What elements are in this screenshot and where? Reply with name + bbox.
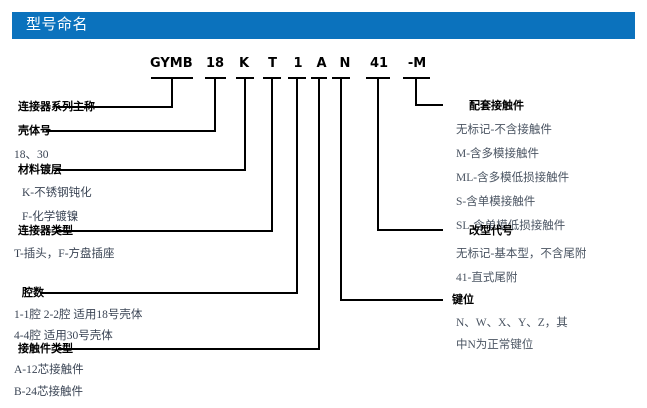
leader-variant-code [377, 78, 443, 231]
field-item: 中N为正常键位 [456, 339, 534, 351]
leader-matching-contact [415, 78, 443, 106]
model-code-segment: -M [407, 56, 427, 71]
page-title: 型号命名 [26, 17, 89, 33]
model-code-segment: T [268, 56, 277, 71]
field-heading: 腔数 [22, 286, 44, 299]
field-item: F-化学镀镍 [22, 211, 79, 223]
field-heading: 键位 [452, 293, 474, 306]
field-heading: 配套接触件 [469, 99, 524, 112]
field-item: N、W、X、Y、Z，其 [456, 317, 568, 329]
field-item: 41-直式尾附 [456, 272, 518, 284]
field-heading: 接触件类型 [18, 342, 73, 355]
field-item: 无标记-基本型，不含尾附 [456, 248, 587, 260]
section-header-bar [12, 12, 635, 39]
field-heading: 连接器系列主称 [18, 100, 95, 113]
field-item: B-24芯接触件 [14, 386, 83, 398]
field-item: ML-含多模低损接触件 [456, 172, 570, 184]
field-item: T-插头，F-方盘插座 [14, 248, 115, 260]
field-heading: 改型代号 [469, 224, 513, 237]
leader-material [56, 78, 246, 171]
model-code-segment: K [238, 56, 250, 71]
field-heading: 壳体号 [18, 124, 51, 137]
field-item: K-不锈钢钝化 [22, 187, 92, 199]
field-item: 1-1腔 2-2腔 适用18号壳体 [14, 309, 143, 321]
field-item: A-12芯接触件 [14, 364, 84, 376]
model-code-segment: GYMB [150, 56, 193, 71]
field-heading: 连接器类型 [18, 224, 73, 237]
field-item: S-含单模接触件 [456, 196, 536, 208]
model-code-segment: 1 [293, 56, 303, 71]
field-heading: 材料镀层 [18, 163, 62, 176]
model-code-segment: N [339, 56, 351, 71]
field-item: 无标记-不含接触件 [456, 124, 552, 136]
leader-key-position [340, 78, 443, 301]
field-item: 4-4腔 适用30号壳体 [14, 330, 113, 342]
model-code-segment: 41 [369, 56, 389, 71]
model-code-segment: A [316, 56, 327, 71]
field-item: M-含多模接触件 [456, 148, 540, 160]
model-code-segment: 18 [205, 56, 225, 71]
field-item: 18、30 [14, 149, 49, 161]
field-item: SL-含单模低损接触件 [456, 220, 566, 232]
